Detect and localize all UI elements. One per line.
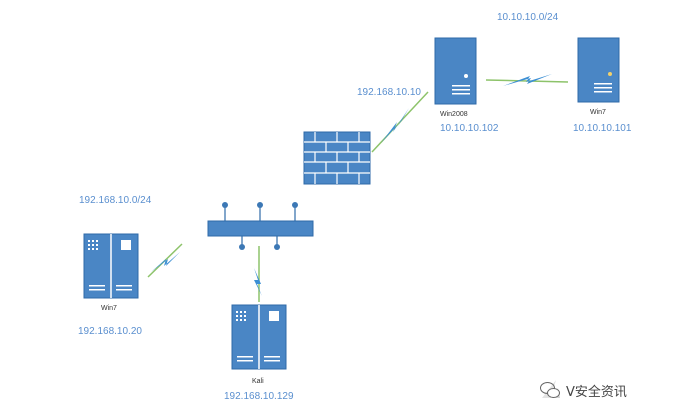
rack-server-icon-win7-local [83,233,139,299]
node-name-win2008: Win2008 [440,111,468,118]
subnet-label-local: 192.168.10.0/24 [79,195,152,206]
node-name-kali: Kali [252,378,264,385]
server-icon-win7-remote [577,37,620,103]
watermark-text: V安全资讯 [566,384,627,400]
lightning-icon-win7-switch [151,252,180,272]
firewall-link-ip-label: 192.168.10.10 [357,87,421,98]
subnet-label-remote: 10.10.10.0/24 [497,12,559,23]
switch-icon [207,202,314,250]
lightning-icon-switch-kali [254,268,262,296]
wechat-icon [540,380,560,400]
node-ip-win7-remote: 10.10.10.101 [573,123,632,134]
node-name-win7-remote: Win7 [590,109,606,116]
node-ip-win2008: 10.10.10.102 [440,123,499,134]
node-name-win7-local: Win7 [101,305,117,312]
rack-server-icon-kali [231,304,287,370]
server-icon-win2008 [434,37,477,105]
node-ip-kali: 192.168.10.129 [224,391,294,402]
node-ip-win7-local: 192.168.10.20 [78,326,142,337]
firewall-icon [303,131,371,185]
lightning-icon-firewall-win2008 [381,108,409,143]
watermark: V安全资讯 [540,378,627,402]
lightning-icon-win2008-win7 [503,74,552,86]
